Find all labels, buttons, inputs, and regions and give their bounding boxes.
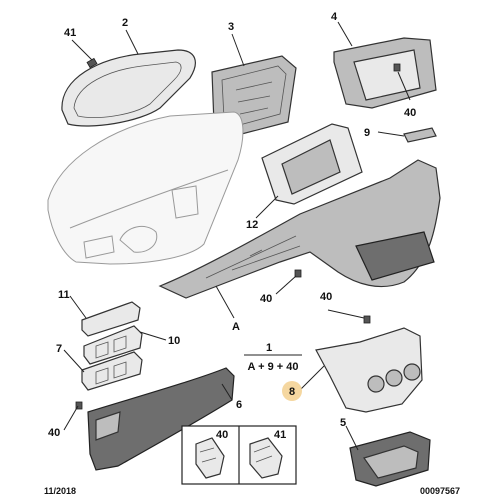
part-7-switch-panel xyxy=(81,351,143,391)
part-8-console-trim xyxy=(315,327,423,413)
part-10-switch-panel xyxy=(83,325,143,365)
callout-9: 9 xyxy=(364,127,370,139)
dashboard-ghost xyxy=(47,111,244,265)
callout-2: 2 xyxy=(122,17,128,29)
inset-label-41: 41 xyxy=(274,429,286,441)
callout-7: 7 xyxy=(56,343,62,355)
part-12-trim-frame xyxy=(261,123,363,205)
callout-A: A xyxy=(232,321,240,333)
callouts: 41 2 3 4 40 9 12 40 40 A 11 10 7 6 40 1 … xyxy=(48,11,416,441)
callout-40-right: 40 xyxy=(320,291,332,303)
part-41-clip-top xyxy=(86,57,98,69)
part-40-clip-mid xyxy=(294,269,302,278)
callout-6: 6 xyxy=(236,399,242,411)
part-6-glovebox xyxy=(87,367,235,471)
callout-41-top: 41 xyxy=(64,27,76,39)
callout-11: 11 xyxy=(58,289,70,301)
clips-inset-box xyxy=(181,425,297,485)
part-4-display-frame xyxy=(333,37,437,109)
part-40-clip-frame xyxy=(393,63,401,72)
part-11-bezel xyxy=(81,301,141,337)
inset-label-40: 40 xyxy=(216,429,228,441)
part-2-cluster-hood xyxy=(61,49,196,127)
callout-40-mid: 40 xyxy=(260,293,272,305)
callout-5: 5 xyxy=(340,417,346,429)
part-dashboard-trim-panel xyxy=(158,159,441,299)
part-5-bottom-bracket xyxy=(349,431,431,487)
footer-date: 11/2018 xyxy=(44,486,76,496)
leader-lines xyxy=(63,21,411,451)
callout-4: 4 xyxy=(331,11,338,23)
assembly-formula: A + 9 + 40 xyxy=(248,361,299,373)
part-9-trim xyxy=(403,127,437,143)
part-40-clip-right xyxy=(363,315,371,324)
part-8-highlight xyxy=(282,381,302,401)
callout-1: 1 xyxy=(266,342,272,354)
part-40-clip-left xyxy=(75,401,83,410)
callout-40-frame: 40 xyxy=(404,107,416,119)
callout-40-left: 40 xyxy=(48,427,60,439)
callout-10: 10 xyxy=(168,335,180,347)
footer-reference: 00097567 xyxy=(420,486,460,496)
callout-3: 3 xyxy=(228,21,234,33)
callout-8: 8 xyxy=(289,386,295,398)
callout-12: 12 xyxy=(246,219,258,231)
